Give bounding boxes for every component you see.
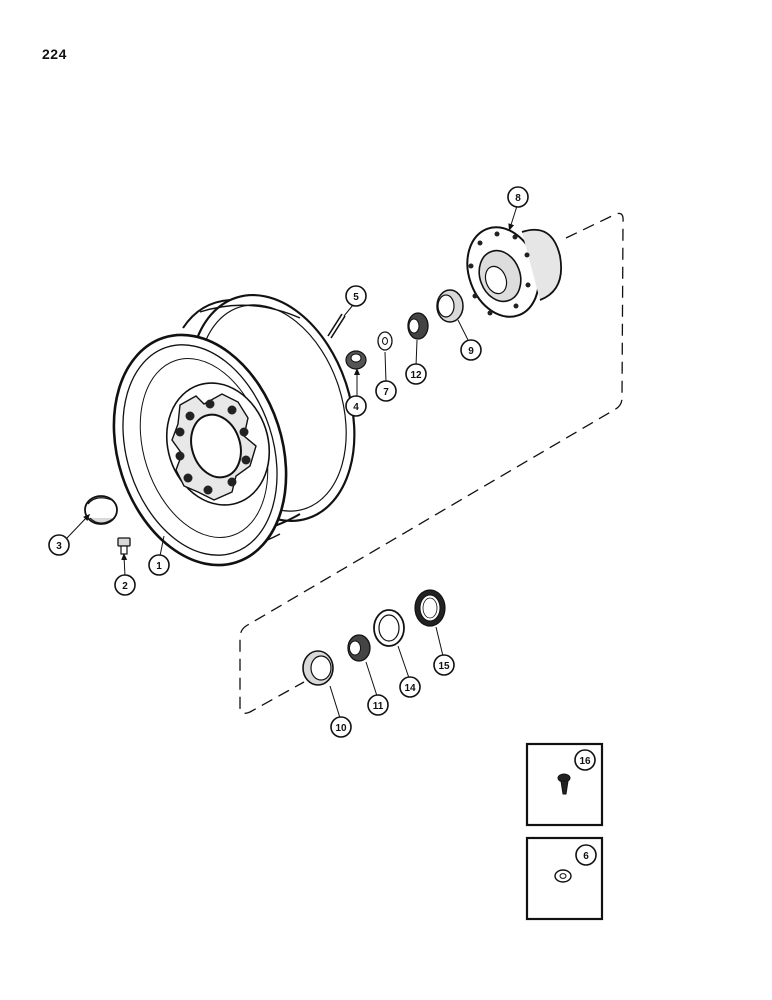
callout-11: 11 — [367, 694, 389, 716]
callout-7-label: 7 — [383, 387, 389, 398]
leader-lines — [66, 205, 583, 875]
callout-12: 12 — [405, 363, 427, 385]
callout-12-label: 12 — [410, 370, 422, 381]
inset-box-part-6 — [525, 836, 604, 921]
inner-bearing-cup — [302, 650, 334, 686]
callout-15: 15 — [433, 654, 455, 676]
spacer-ring — [373, 609, 405, 647]
callout-4-label: 4 — [353, 402, 359, 413]
valve-stem-icon — [557, 773, 571, 795]
wheel-bolt — [117, 537, 131, 555]
wheel-bolt-holes — [175, 399, 251, 495]
callout-3: 3 — [48, 534, 70, 556]
callout-6-label: 6 — [583, 851, 589, 862]
assembly-dashed-outline — [239, 212, 624, 714]
callout-7: 7 — [375, 380, 397, 402]
callout-9-label: 9 — [468, 346, 474, 357]
page-number: 224 — [42, 46, 67, 62]
callout-2: 2 — [114, 574, 136, 596]
wheel-center-disc — [165, 382, 271, 506]
callout-16-label: 16 — [579, 756, 591, 767]
callout-10-label: 10 — [335, 723, 347, 734]
callout-1-label: 1 — [156, 561, 162, 572]
callout-8: 8 — [507, 186, 529, 208]
valve-cap-icon — [554, 869, 572, 883]
outer-bearing-cone — [407, 312, 429, 340]
callout-3-label: 3 — [56, 541, 62, 552]
callout-2-label: 2 — [122, 581, 128, 592]
washer — [377, 331, 393, 351]
hub-cap — [84, 495, 118, 525]
callout-11-label: 11 — [373, 701, 384, 712]
callouts: 3 2 1 5 4 7 12 9 — [48, 186, 597, 866]
callout-9: 9 — [460, 339, 482, 361]
callout-5-label: 5 — [353, 292, 359, 303]
callout-1: 1 — [148, 554, 170, 576]
callout-6: 6 — [575, 844, 597, 866]
hub-stud-holes — [468, 231, 531, 316]
callout-15-label: 15 — [438, 661, 450, 672]
callout-8-label: 8 — [515, 193, 521, 204]
callout-14: 14 — [399, 676, 421, 698]
callout-5: 5 — [345, 285, 367, 307]
cotter-pin — [327, 313, 346, 339]
inner-bearing-cone — [347, 634, 371, 662]
outer-bearing-cup — [436, 289, 464, 323]
wheel-hub — [466, 226, 562, 318]
oil-seal — [414, 589, 446, 627]
callout-4: 4 — [345, 395, 367, 417]
castle-nut — [345, 350, 367, 370]
callout-16: 16 — [574, 749, 596, 771]
callout-14-label: 14 — [404, 683, 416, 694]
callout-10: 10 — [330, 716, 352, 738]
